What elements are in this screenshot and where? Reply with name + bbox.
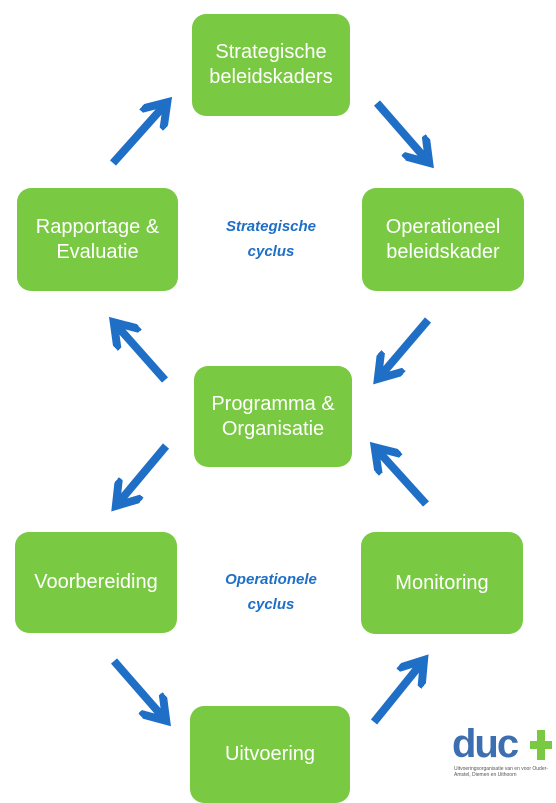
arrow-uitvoering-to-monitoring	[370, 665, 420, 725]
label-operational-cycle: Operationele cyclus	[225, 571, 317, 613]
box-rapportage-evaluatie: Rapportage & Evaluatie	[17, 188, 178, 291]
arrow-programma-to-evaluatie	[118, 327, 168, 383]
arrow-strategisch-to-operationeel	[373, 100, 425, 158]
arrow-programma-to-voorbereiding	[120, 443, 170, 501]
arrow-evaluatie-to-strategisch	[110, 107, 163, 166]
box-programma-organisatie: Programma & Organisatie	[194, 366, 352, 467]
arrow-operationeel-to-programma	[382, 317, 432, 374]
plus-icon	[530, 730, 552, 760]
logo-wordmark: duc	[452, 722, 519, 766]
box-uitvoering: Uitvoering	[190, 706, 350, 803]
box-monitoring: Monitoring	[361, 532, 523, 634]
logo-tagline: Uitvoeringsorganisatie van en voor Ouder…	[454, 766, 548, 778]
arrow-voorbereiding-to-uitvoering	[110, 658, 162, 716]
box-voorbereiding: Voorbereiding	[15, 532, 177, 633]
duo-logo: duc Uitvoeringsorganisatie van en voor O…	[452, 722, 552, 792]
box-operationeel-beleidskader: Operationeel beleidskader	[362, 188, 524, 291]
label-strategic-cycle: Strategische cyclus	[225, 218, 317, 260]
arrow-monitoring-to-programma	[379, 452, 429, 507]
box-strategische-beleidskaders: Strategische beleidskaders	[192, 14, 350, 116]
